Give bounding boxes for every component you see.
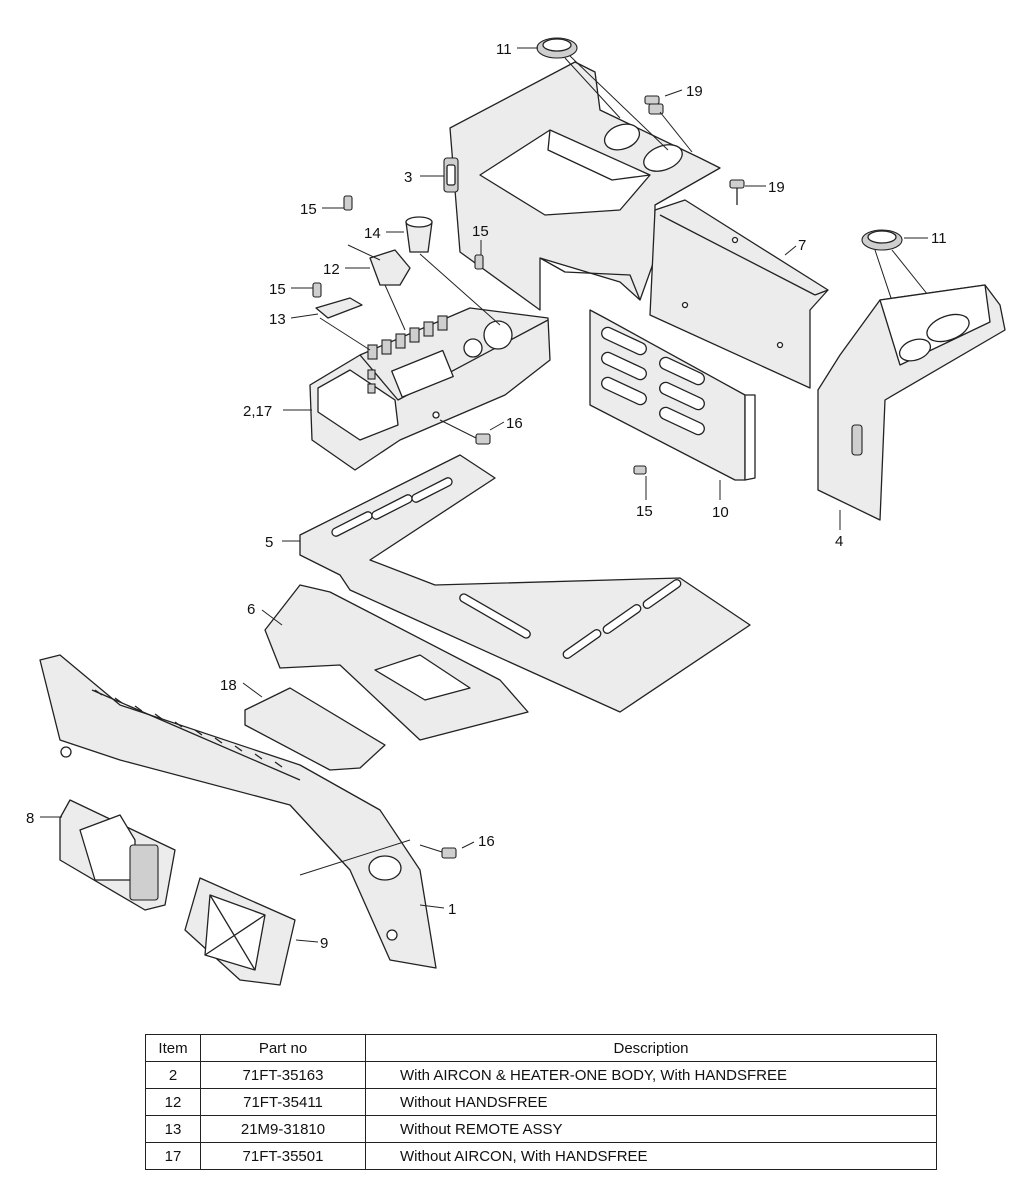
callout-12: 12 [323,261,340,278]
cell-description: Without REMOTE ASSY [365,1115,937,1143]
header-part-no: Part no [200,1034,366,1062]
callout-7: 7 [798,237,806,254]
callout-11-top: 11 [496,41,512,58]
cell-description: Without HANDSFREE [365,1088,937,1116]
callout-11-right: 11 [931,230,947,247]
part-4-right-cover [817,284,1006,521]
cell-item: 17 [145,1142,201,1170]
part-6-kick-mat [264,584,529,741]
cell-part-no: 71FT-35501 [200,1142,366,1170]
callout-16-b: 16 [478,833,495,850]
cell-part-no: 71FT-35163 [200,1061,366,1089]
callout-8: 8 [26,810,34,827]
callout-3: 3 [404,169,412,186]
cell-description: With AIRCON & HEATER-ONE BODY, With HAND… [365,1061,937,1089]
part-8-duct [59,799,176,911]
parts-table: Item Part no Description 2 71FT-35163 Wi… [145,1034,937,1170]
part-16-bolts [419,419,491,859]
callout-1: 1 [448,901,456,918]
table-row: 17 71FT-35501 Without AIRCON, With HANDS… [145,1142,937,1170]
part-10-grille-panel [589,309,756,481]
cell-item: 12 [145,1088,201,1116]
part-5-floor-mat [299,454,751,713]
header-description: Description [365,1034,937,1062]
part-11-grommet-top [536,37,669,151]
part-1-front-cowl [39,654,437,969]
callout-5: 5 [265,534,273,551]
callout-6: 6 [247,601,255,618]
callouts: 11 19 3 15 14 15 19 7 11 12 15 13 2,17 1… [26,41,947,952]
callout-10: 10 [712,504,729,521]
header-item: Item [145,1034,201,1062]
exploded-parts-diagram: 11 19 3 15 14 15 19 7 11 12 15 13 2,17 1… [26,37,1006,986]
cell-part-no: 21M9-31810 [200,1115,366,1143]
cell-item: 2 [145,1061,201,1089]
callout-15-a: 15 [300,201,317,218]
part-7-side-panel [649,199,829,389]
table-row: 12 71FT-35411 Without HANDSFREE [145,1088,937,1116]
callout-14: 14 [364,225,381,242]
cell-part-no: 71FT-35411 [200,1088,366,1116]
part-19-bolt-upper [644,95,693,153]
part-19-bolt-right [729,179,745,205]
table-row: 13 21M9-31810 Without REMOTE ASSY [145,1115,937,1143]
part-3-rear-cover [443,61,721,311]
callout-16-a: 16 [506,415,523,432]
callout-18: 18 [220,677,237,694]
callout-2-17: 2,17 [243,403,272,420]
cell-description: Without AIRCON, With HANDSFREE [365,1142,937,1170]
part-9-vent [184,877,296,986]
callout-9: 9 [320,935,328,952]
callout-15-c: 15 [269,281,286,298]
table-row: 2 71FT-35163 With AIRCON & HEATER-ONE BO… [145,1061,937,1089]
part-2-17-center-console [309,307,551,471]
callout-19-upper: 19 [686,83,703,100]
callout-13: 13 [269,311,286,328]
part-12-holder [347,244,411,331]
callout-15-d: 15 [636,503,653,520]
cell-item: 13 [145,1115,201,1143]
callout-19-right: 19 [768,179,785,196]
callout-4: 4 [835,533,843,550]
part-18-small-mat [244,687,386,771]
part-15-screws [312,195,647,475]
part-13-plate [315,297,371,351]
callout-15-b: 15 [472,223,489,240]
table-header-row: Item Part no Description [145,1034,937,1062]
part-14-cup [405,216,501,326]
